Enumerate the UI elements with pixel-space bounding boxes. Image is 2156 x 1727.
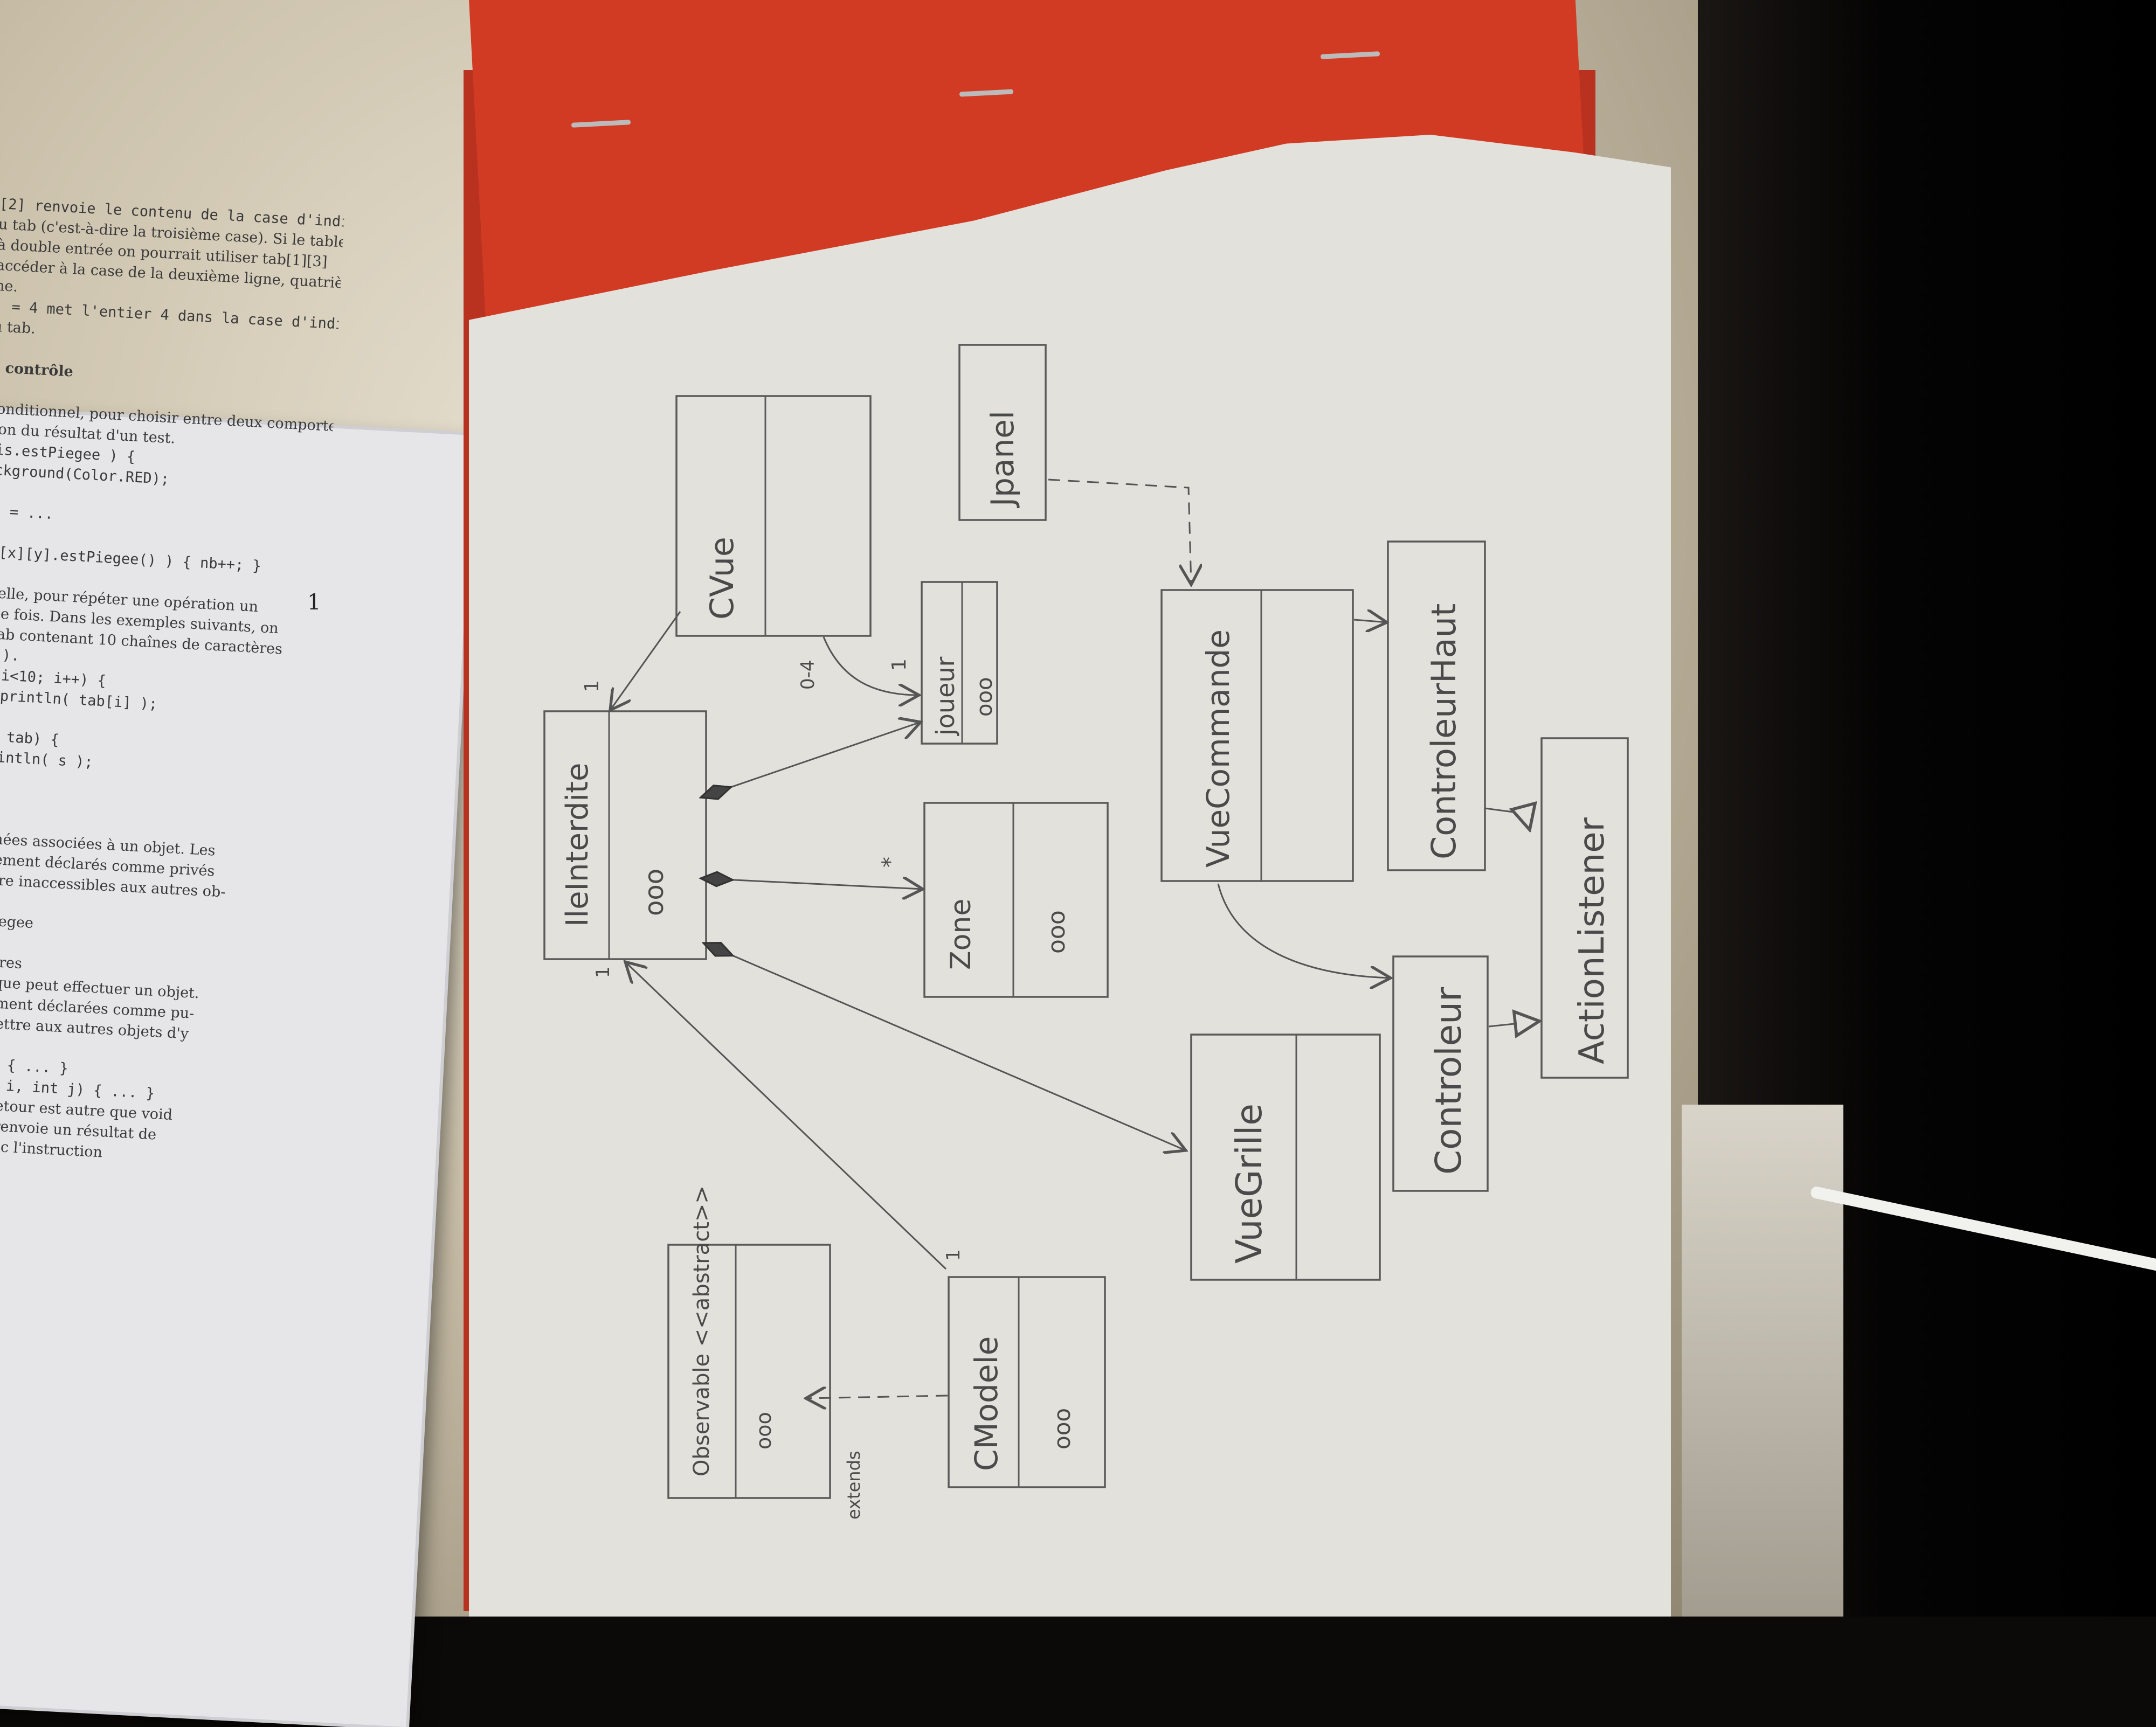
edge-jpanel-vuecommande xyxy=(1048,478,1191,585)
edge-cmodele-ile xyxy=(625,962,947,1270)
document-page-number: 1 xyxy=(307,590,321,615)
class-cmodele: CModele ooo xyxy=(948,1276,1106,1488)
class-name-action-listener: ActionListener xyxy=(1572,817,1612,1064)
class-name-cvue: CVue xyxy=(703,537,741,620)
edge-cvue-ile xyxy=(610,611,681,710)
edge-label-extends: extends xyxy=(844,1451,864,1520)
multiplicity-cvue-joueur-src: 0-4 xyxy=(797,660,819,690)
class-controleur: Controleur xyxy=(1392,955,1489,1192)
class-ile-interdite: IleInterdite ooo xyxy=(543,710,707,960)
edge-ile-zone xyxy=(701,878,923,889)
class-observable: Observable <<abstract>> ooo xyxy=(667,1185,831,1499)
edge-ile-vuegrille xyxy=(703,943,1186,1150)
multiplicity-cvue-joueur-dst: 1 xyxy=(888,658,910,671)
class-cvue: CVue xyxy=(675,395,872,637)
edge-vuecommande-controleurhaut xyxy=(1353,620,1387,622)
class-name-zone: Zone xyxy=(945,899,977,970)
class-name-jpanel: Jpanel xyxy=(984,411,1021,508)
class-attrs-observable: ooo xyxy=(752,1412,776,1449)
class-vue-grille: VueGrille xyxy=(1190,1034,1381,1281)
multiplicity-ile-zone: * xyxy=(878,857,903,868)
class-name-observable: Observable <<abstract>> xyxy=(689,1185,714,1476)
class-methods-cmodele: ooo xyxy=(1049,1408,1075,1449)
edge-cvue-joueur xyxy=(823,636,919,695)
multiplicity-cmodele-ile-src: 1 xyxy=(943,1249,964,1261)
class-name-vue-grille: VueGrille xyxy=(1228,1104,1270,1264)
class-action-listener: ActionListener xyxy=(1540,737,1629,1079)
class-name-cmodele: CModele xyxy=(968,1336,1005,1471)
edge-controleurhaut-actionlistener xyxy=(1484,808,1530,830)
class-methods-ile-interdite: ooo xyxy=(639,869,669,916)
class-vue-commande: VueCommande xyxy=(1160,589,1354,882)
class-jpanel: Jpanel xyxy=(958,344,1047,521)
class-zone: Zone ooo xyxy=(923,802,1109,998)
class-name-joueur: joueur xyxy=(931,656,960,736)
multiplicity-cmodele-ile-dst: 1 xyxy=(592,966,614,978)
class-name-controleur-haut: ControleurHaut xyxy=(1424,604,1463,859)
class-joueur: joueur ooo xyxy=(921,581,998,745)
class-controleur-haut: ControleurHaut xyxy=(1387,540,1486,871)
class-attrs-joueur: ooo xyxy=(972,677,997,717)
edge-vuecommande-controleur xyxy=(1217,883,1391,978)
multiplicity-cvue-ile: 1 xyxy=(581,680,603,692)
class-name-controleur: Controleur xyxy=(1428,987,1469,1175)
class-methods-zone: ooo xyxy=(1043,910,1070,954)
edge-controleur-actionlistener xyxy=(1488,1021,1539,1027)
edge-cmodele-observable xyxy=(806,1396,948,1398)
edge-ile-joueur xyxy=(701,722,921,797)
uml-class-diagram: IleInterdite ooo CVue joueur ooo Zone oo… xyxy=(543,344,1629,1520)
class-name-ile-interdite: IleInterdite xyxy=(560,763,595,927)
class-name-vue-commande: VueCommande xyxy=(1200,629,1236,868)
